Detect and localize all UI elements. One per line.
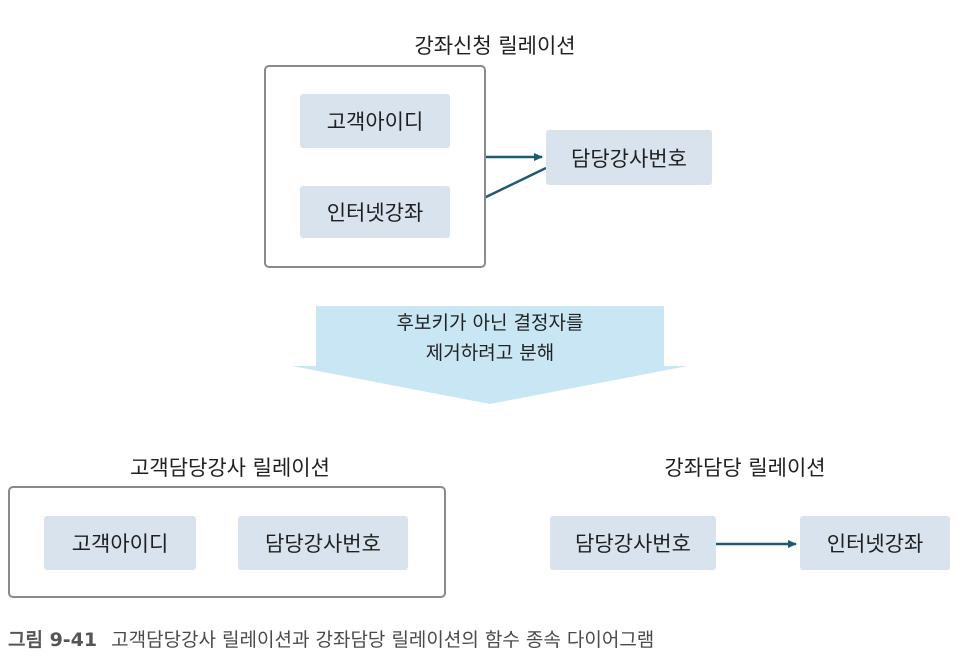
decomposition-label-line2: 제거하려고 분해 [425,342,555,364]
attr-instructor-number-top: 담당강사번호 [546,130,712,185]
attr-instructor-number-left: 담당강사번호 [238,516,408,570]
attr-customer-id-top: 고객아이디 [300,94,450,148]
figure-caption: 그림 9-41 고객담당강사 릴레이션과 강좌담당 릴레이션의 함수 종속 다이어… [8,625,654,652]
right-relation-title: 강좌담당 릴레이션 [664,456,826,480]
attr-internet-course-right: 인터넷강좌 [800,516,950,570]
decomposition-arrow [292,306,688,404]
decomposition-label: 후보키가 아닌 결정자를 제거하려고 분해 [316,308,664,368]
left-relation-title: 고객담당강사 릴레이션 [130,456,330,480]
attr-instructor-number-right: 담당강사번호 [550,516,716,570]
figure-caption-text: 고객담당강사 릴레이션과 강좌담당 릴레이션의 함수 종속 다이어그램 [111,629,655,651]
figure-number: 그림 9-41 [8,629,98,651]
attr-customer-id-left: 고객아이디 [44,516,196,570]
decomposition-label-line1: 후보키가 아닌 결정자를 [396,312,584,334]
attr-internet-course-top: 인터넷강좌 [300,186,450,238]
top-relation-title: 강좌신청 릴레이션 [414,34,576,58]
